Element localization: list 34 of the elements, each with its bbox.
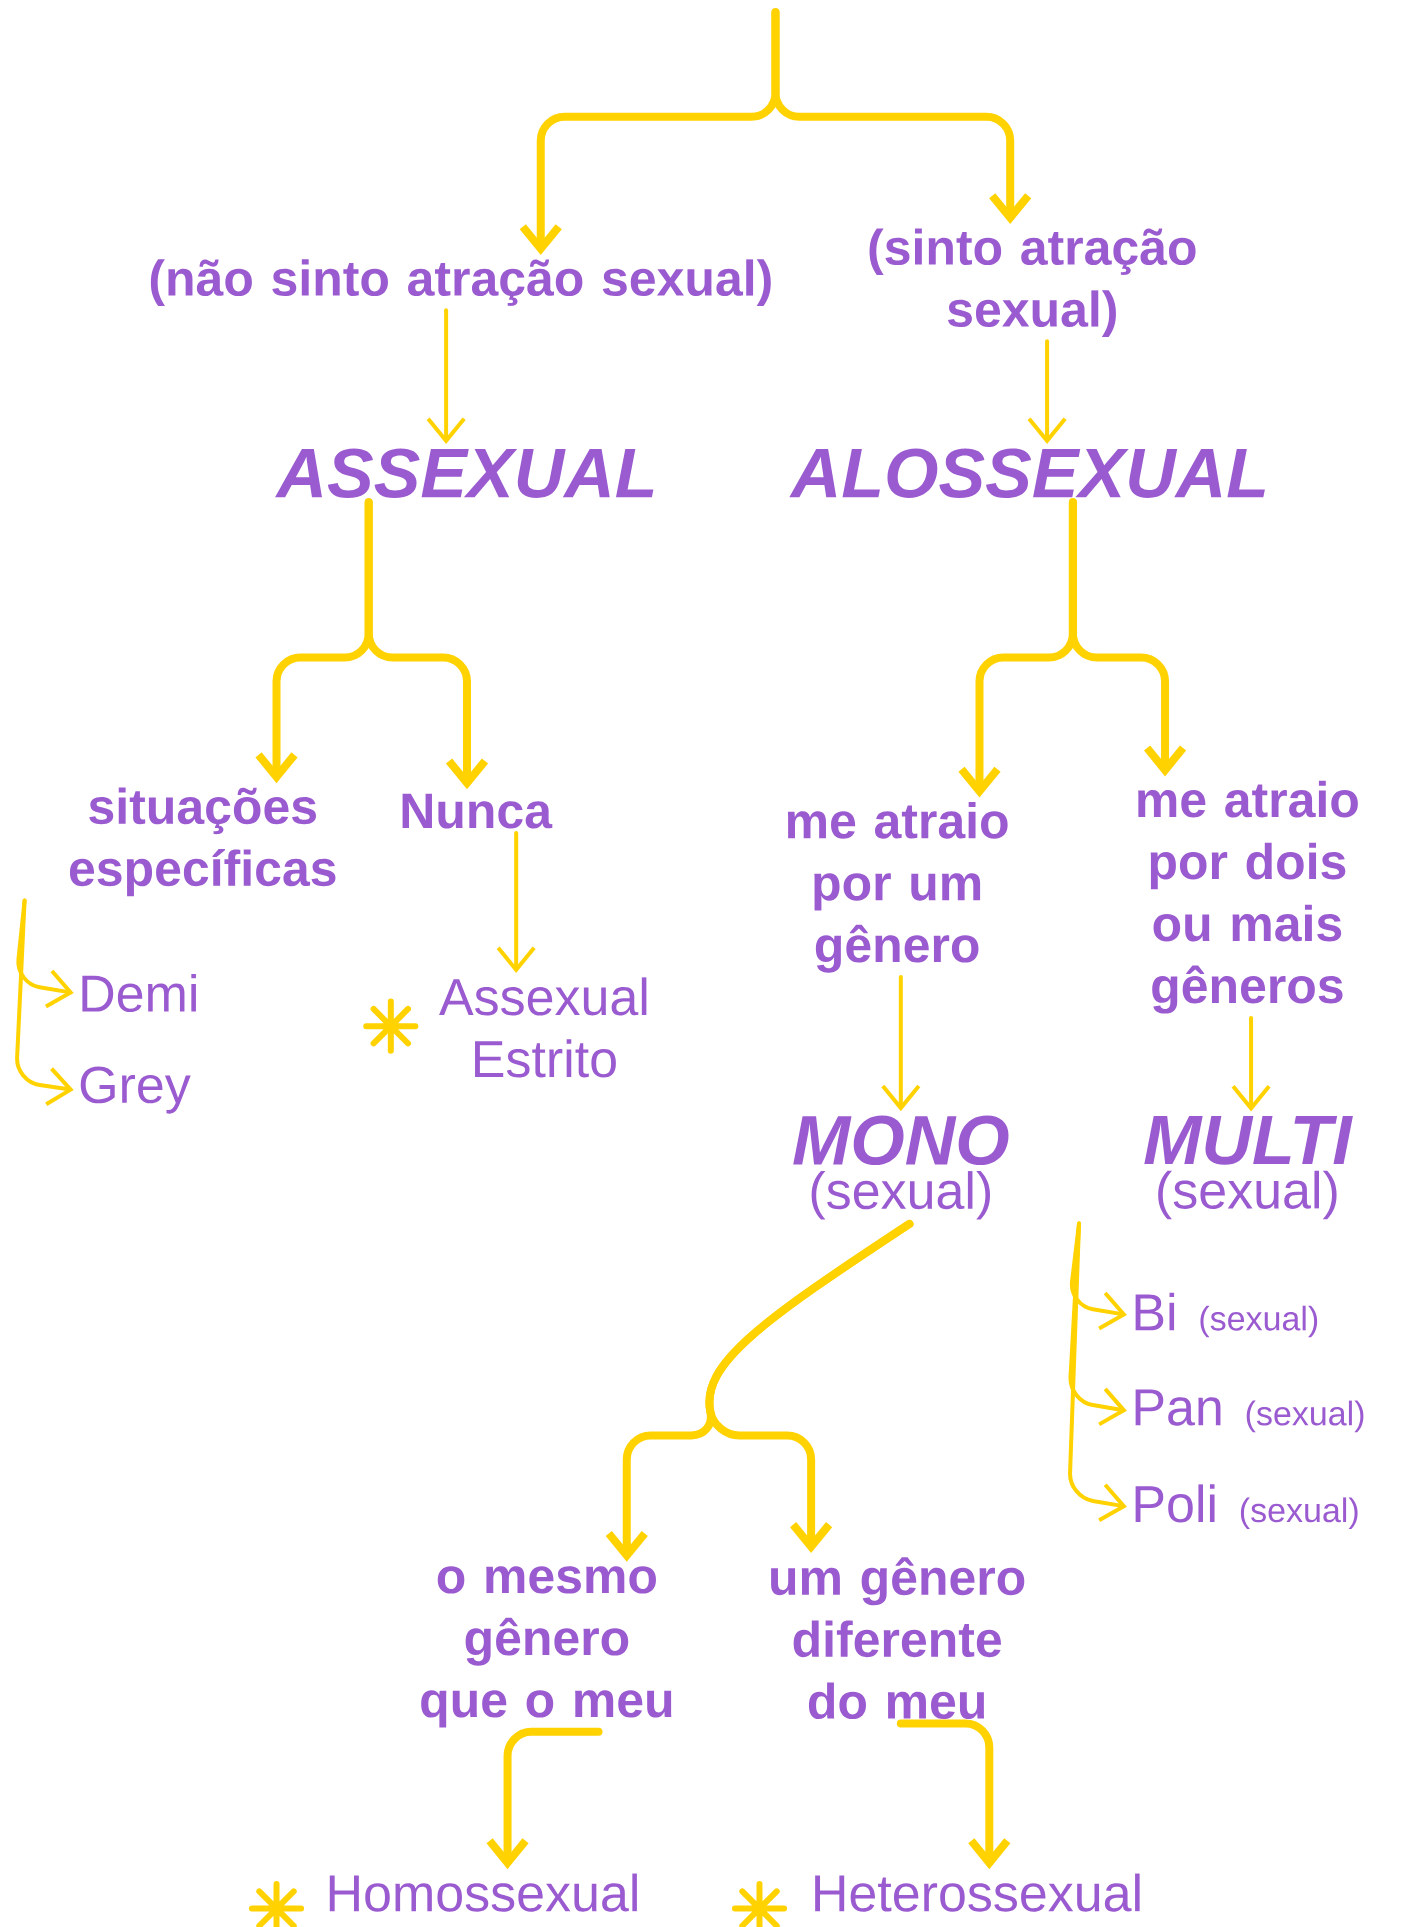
category-title: ALOSSEXUAL [789, 448, 1266, 498]
arrow [771, 8, 1032, 224]
category-title: MULTI (sexual) [1144, 1115, 1354, 1220]
arrow [486, 1727, 603, 1870]
arrow [1231, 1015, 1271, 1112]
question-text: (sinto atração sexual) [869, 228, 1196, 337]
arrow [16, 898, 74, 1009]
category-title: ASSEXUAL [275, 448, 654, 498]
term-text: Pan (sexual) [1135, 1389, 1364, 1433]
branch-text: me atraio por dois ou mais gêneros [1138, 780, 1359, 1014]
branch-text: um gênero diferente do meu [771, 1557, 1025, 1720]
arrow [1027, 339, 1067, 444]
arrow [15, 898, 74, 1106]
branch-text: o mesmo gênero que o meu [421, 1566, 672, 1728]
arrow [426, 308, 466, 444]
term-text: Assexual Estrito [439, 977, 647, 1078]
term-text: Poli (sexual) [1135, 1484, 1358, 1530]
arrow [705, 1219, 914, 1553]
arrow [496, 830, 536, 973]
branch-text: Nunca [402, 793, 553, 829]
arrow [881, 975, 921, 1112]
arrow [1068, 1221, 1128, 1522]
arrow [897, 1719, 1011, 1870]
branch-text: me atraio por um gênero [788, 801, 1008, 973]
term-text: Grey [80, 1066, 191, 1114]
category-title: MONO (sexual) [793, 1115, 1009, 1220]
term-text: Heterossexual [815, 1873, 1140, 1912]
term-text: Demi [82, 973, 197, 1013]
question-text: (não sinto atração sexual) [151, 259, 771, 306]
arrow [364, 498, 489, 790]
branch-text: situações específicas [70, 787, 336, 897]
arrow [1069, 498, 1187, 777]
term-text: Homossexual [330, 1873, 638, 1912]
term-text: Bi (sexual) [1135, 1292, 1318, 1338]
